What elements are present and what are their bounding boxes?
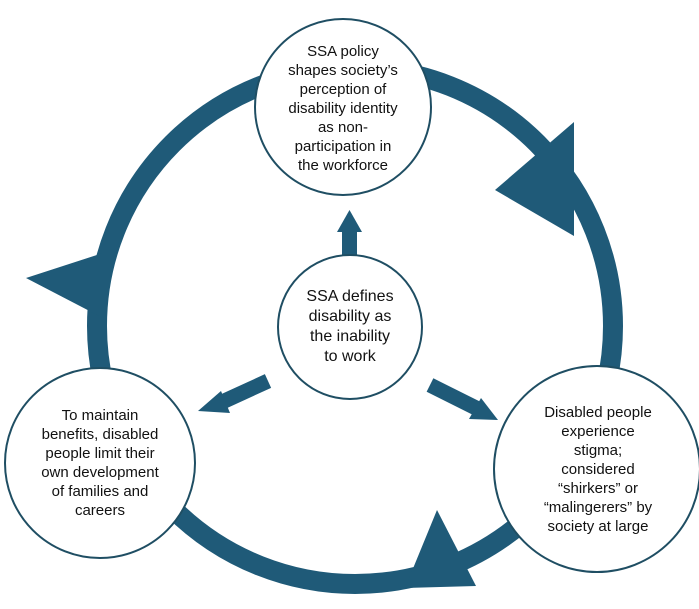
node-top-line: participation in <box>294 137 392 155</box>
node-right-line: experience <box>561 422 635 440</box>
node-left-line: own development <box>41 464 159 481</box>
node-right-line: considered <box>561 460 635 478</box>
cycle-arrowhead-left <box>26 253 103 318</box>
node-top-line: as non- <box>317 118 369 136</box>
node-left-text: To maintain benefits, disabled people li… <box>12 388 188 538</box>
node-right-line: society at large <box>547 517 649 535</box>
node-right-line: “shirkers” or <box>557 479 638 497</box>
cycle-arrowhead-bottom <box>405 510 476 588</box>
node-right-line: stigma; <box>573 441 623 459</box>
node-center-line: the inability <box>309 328 391 345</box>
node-left-line: people limit their <box>45 445 155 462</box>
node-left-line: of families and <box>51 483 149 500</box>
node-center-circle <box>277 254 423 400</box>
node-center-line: to work <box>324 348 376 365</box>
node-left-line: careers <box>74 502 125 519</box>
cycle-arrowhead-upper-right <box>495 122 574 236</box>
node-top-line: disability identity <box>288 99 398 117</box>
node-center-text: SSA defines disability as the inability … <box>287 262 413 392</box>
node-center-line: disability as <box>308 308 392 325</box>
node-center-line: SSA defines <box>306 288 394 305</box>
node-top-line: SSA policy <box>307 42 379 60</box>
node-right-circle <box>493 365 699 573</box>
node-top-line: perception of <box>299 80 387 98</box>
node-right-text: Disabled people experience stigma; consi… <box>505 378 691 560</box>
node-left-line: benefits, disabled <box>41 426 159 443</box>
node-right-line: “malingerers” by <box>543 498 653 516</box>
center-to-right-arrow <box>426 378 498 420</box>
center-to-left-arrow <box>198 374 272 413</box>
node-top-line: shapes society’s <box>288 61 398 79</box>
node-top-circle <box>254 18 432 196</box>
node-top-text: SSA policy shapes society’s perception o… <box>268 28 418 188</box>
node-right-line: Disabled people <box>544 403 652 421</box>
node-left-line: To maintain <box>61 407 139 424</box>
node-top-line: the workforce <box>297 156 389 174</box>
node-left-circle <box>4 367 196 559</box>
